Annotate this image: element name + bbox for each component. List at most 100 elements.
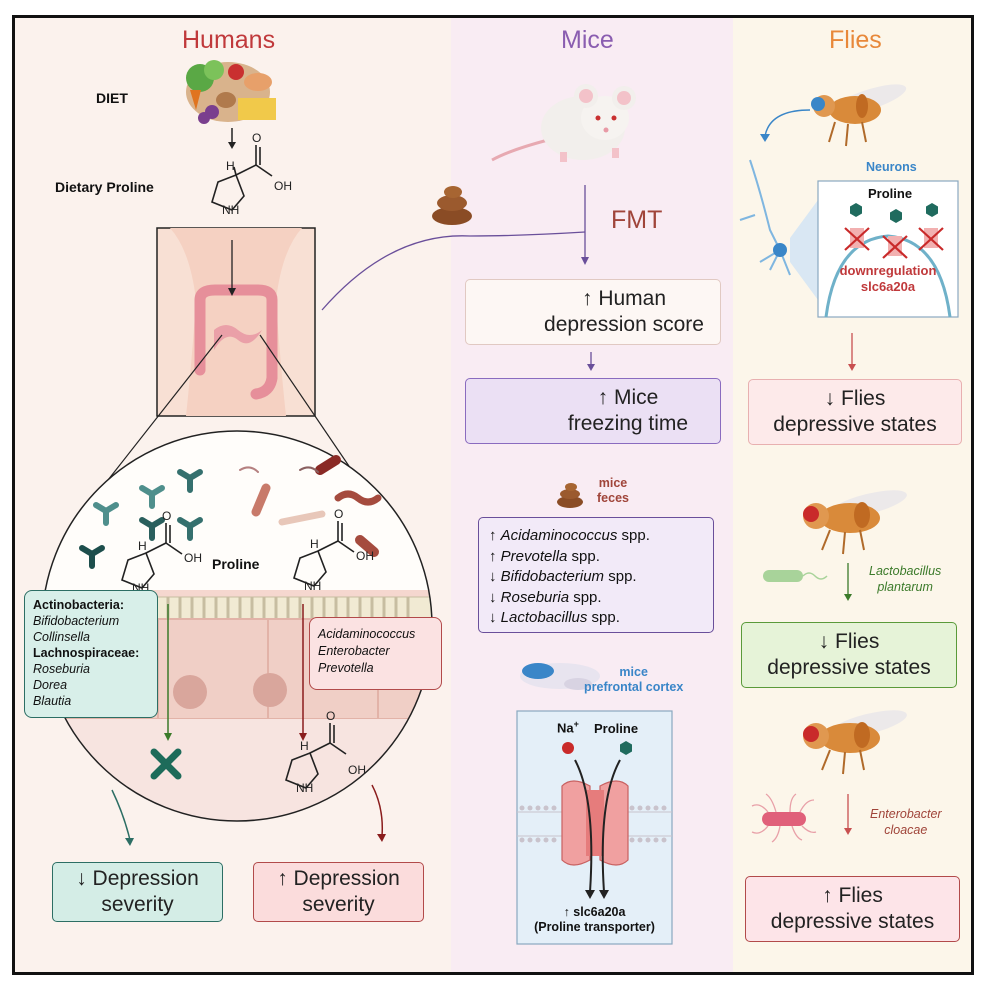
svg-text:OH: OH [184,551,202,565]
mouse-icon [491,84,636,162]
entero-label-line: Enterobacter [870,807,942,821]
svg-text:OH: OH [356,549,374,563]
fmt-label: FMT [611,206,663,234]
svg-text:O: O [334,507,343,521]
svg-text:O: O [326,709,335,723]
svg-text:OH: OH [274,179,292,193]
neurons-label: Neurons [866,160,917,174]
dietary-proline-label: Dietary Proline [55,179,154,195]
feces-change-row: ↓ Bifidobacterium spp. [489,568,637,585]
feces-label-line: feces [597,491,629,505]
human-depression-score-box: ↑ Human depression score [465,279,721,345]
bacteria-name: Dorea [33,678,68,692]
sodium-ion-icon [562,742,574,754]
transporter-label-line: (Proline transporter) [534,920,655,934]
lactobacillus-icon [763,570,803,582]
feces-change-row: ↓ Roseburia spp. [489,588,602,606]
svg-text:NH: NH [296,781,313,795]
feces-change-row: ↑ Prevotella spp. [489,547,600,565]
decreased-depression-box: ↓ Depression severity [52,862,223,922]
flies-outcome-neurons-box: ↓ Flies depressive states [748,379,962,445]
proline-label-mice: Proline [594,721,639,736]
svg-text:H: H [310,537,319,551]
lacto-label-line: Lactobacillus [869,564,942,578]
proline-label-circle: Proline [212,556,260,572]
pfc-label-line: prefrontal cortex [584,680,684,694]
flies-outcome-enterobacter-box: ↑ Flies depressive states [745,876,960,942]
outcome-label: ↓ Flies [818,630,880,653]
mice-freezing-box: ↑ Mice freezing time [465,378,721,444]
score-label: ↑ Human [581,287,667,310]
mice-feces-label: mice feces [597,476,629,506]
mouse-brain-icon [520,663,600,690]
fly-icon [803,490,907,555]
outcome-label: Depression [293,867,400,890]
bacteria-name: Collinsella [33,630,90,644]
outcome-label: depressive states [770,910,935,933]
downreg-label-line: slc6a20a [860,279,916,294]
outcome-label: ↓ Flies [824,387,886,410]
poop-icon [432,186,472,225]
bacteria-name: Acidaminococcus [318,627,416,641]
entero-label-line: cloacae [884,823,928,837]
neuron-icon [739,159,791,276]
lacto-label-line: plantarum [877,580,933,594]
downreg-label-line: downregulation [839,263,937,278]
flies-header: Flies [829,26,882,54]
proline-label-flies: Proline [868,186,913,201]
y-bacteria-icons [79,469,203,569]
bacteria-name: Blautia [33,694,72,708]
outcome-label: depressive states [767,656,931,679]
blocked-x-icon [150,748,182,780]
enterobacter-icon [751,793,817,843]
fly-icon [803,710,907,775]
score-label: depression score [544,313,704,336]
freezing-label: ↑ Mice [597,386,659,409]
svg-text:H: H [300,739,309,753]
dietary-proline-molecule [211,145,273,211]
outcome-label: depressive states [773,413,937,436]
bacteria-name: Roseburia [33,662,90,676]
lachnospiraceae-label: Lachnospiraceae: [33,646,140,660]
lactobacillus-label: Lactobacillus plantarum [869,563,941,595]
svg-text:H: H [226,159,235,173]
intestine-icon [194,284,278,400]
outcome-label: Depression [92,867,199,890]
enterobacter-label: Enterobacter cloacae [870,806,942,838]
bad-bacteria-box: Acidaminococcus Enterobacter Prevotella [309,617,442,690]
freezing-label: freezing time [567,412,689,435]
humans-header: Humans [182,26,276,54]
transporter-label-line: ↑ slc6a20a [563,905,626,919]
increased-depression-box: ↑ Depression severity [253,862,424,922]
prefrontal-cortex-label: mice prefrontal cortex [584,665,683,695]
feces-change-row: ↑ Acidaminococcus spp. [489,527,650,544]
actinobacteria-label: Actinobacteria: [33,598,124,612]
svg-text:OH: OH [348,763,366,777]
flies-outcome-lactobacillus-box: ↓ Flies depressive states [741,622,957,688]
outcome-label: severity [302,893,375,916]
feces-label-line: mice [598,476,628,490]
svg-text:H: H [138,539,147,553]
mice-header: Mice [561,26,614,54]
bacteria-name: Enterobacter [318,644,390,658]
bacteria-name: Prevotella [318,661,374,675]
transporter-label: ↑ slc6a20a (Proline transporter) [517,905,672,935]
up-arrow: ↑ [277,867,288,890]
svg-text:NH: NH [304,579,321,593]
rod-bacteria-icons [239,455,382,557]
fly-icon [811,84,907,147]
food-icon [186,60,276,124]
svg-text:NH: NH [222,203,239,217]
pfc-label-line: mice [619,665,648,679]
svg-text:O: O [162,509,171,523]
outcome-label: ↑ Flies [822,884,883,907]
downregulation-label: downregulation slc6a20a [818,263,958,295]
down-arrow: ↓ [76,867,87,890]
outcome-label: severity [101,893,174,916]
proline-hexagon-icon [620,741,632,755]
downregulated-transporter-icons [844,227,944,259]
mice-feces-icon [557,483,583,508]
feces-change-row: ↓ Lactobacillus spp. [489,609,620,626]
bacteria-name: Bifidobacterium [33,614,120,628]
